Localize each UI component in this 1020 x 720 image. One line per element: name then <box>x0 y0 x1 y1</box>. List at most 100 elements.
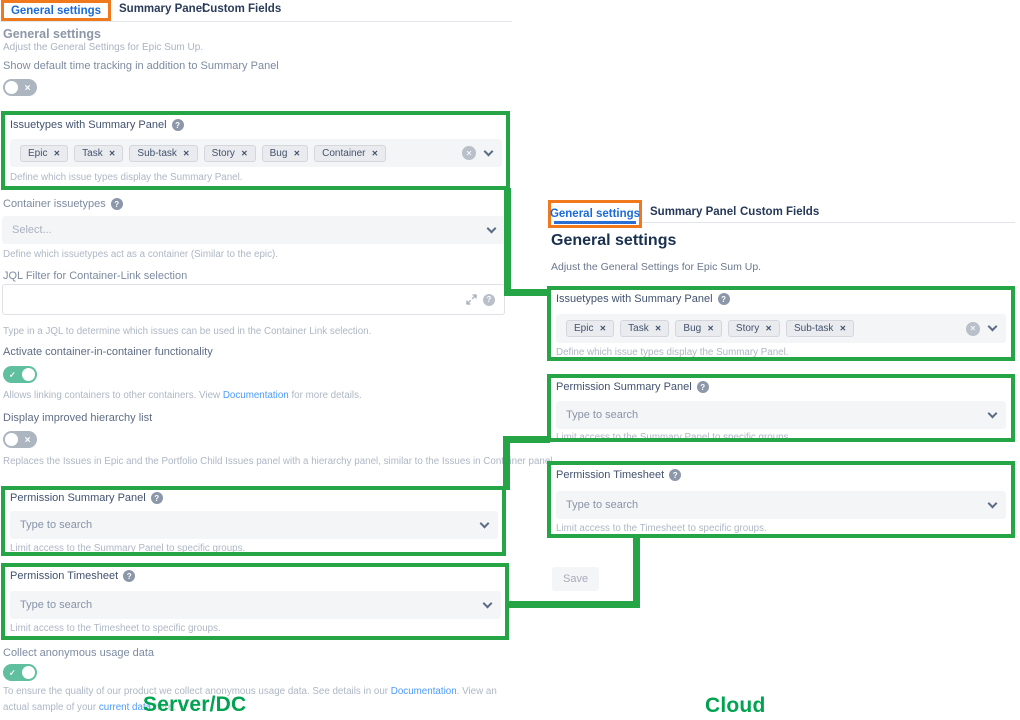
connector-issuetypes-horizontal <box>504 289 550 296</box>
remove-tag-icon[interactable]: ✕ <box>108 148 116 158</box>
cloud-tab-custom-fields[interactable]: Custom Fields <box>740 206 820 218</box>
cloud-issuetypes-label: Issuetypes with Summary Panel ? <box>556 293 730 305</box>
remove-tag-icon[interactable]: ✕ <box>240 148 248 158</box>
toggle-check-icon: ✓ <box>9 667 16 677</box>
help-icon[interactable]: ? <box>150 492 163 504</box>
server-tab-general-settings[interactable]: General settings <box>10 4 102 17</box>
server-issuetypes-select[interactable]: Epic✕ Task✕ Sub-task✕ Story✕ Bug✕ Contai… <box>10 139 502 167</box>
server-active-tab-highlight: General settings <box>1 0 111 21</box>
issuetype-chip[interactable]: Sub-task✕ <box>129 144 198 162</box>
issuetype-chip[interactable]: Story✕ <box>203 144 256 162</box>
server-permission-timesheet-label: Permission Timesheet ? <box>10 570 136 582</box>
server-permission-timesheet-help: Limit access to the Timesheet to specifi… <box>10 623 221 634</box>
connector-permission-summary-vertical <box>503 436 510 490</box>
server-permission-summary-label: Permission Summary Panel ? <box>10 492 163 504</box>
help-icon[interactable]: ? <box>717 293 730 305</box>
help-icon[interactable]: ? <box>123 570 136 582</box>
toggle-check-icon: ✓ <box>9 369 16 379</box>
usage-data-help: To ensure the quality of our product we … <box>3 686 497 713</box>
issuetype-chip[interactable]: Bug✕ <box>261 144 309 162</box>
cloud-issuetypes-select[interactable]: Epic✕ Task✕ Bug✕ Story✕ Sub-task✕ ✕ <box>556 314 1006 343</box>
toggle-x-icon: ✕ <box>24 434 31 444</box>
cloud-tab-general-settings[interactable]: General settings <box>549 208 641 220</box>
documentation-link[interactable]: Documentation <box>390 686 457 697</box>
documentation-link[interactable]: Documentation <box>222 390 289 401</box>
chevron-down-icon[interactable] <box>483 146 494 156</box>
chevron-down-icon[interactable] <box>486 223 497 233</box>
remove-tag-icon[interactable]: ✕ <box>839 324 847 333</box>
chevron-down-icon[interactable] <box>482 598 493 608</box>
cloud-tabbar-divider <box>548 222 1015 223</box>
cloud-panel: General settings Summary Panel Custom Fi… <box>547 198 1018 720</box>
issuetype-chip[interactable]: Task✕ <box>620 320 670 337</box>
cloud-page-subtitle: Adjust the General Settings for Epic Sum… <box>551 261 762 273</box>
toggle-knob <box>5 81 18 94</box>
toggle-knob <box>5 433 18 446</box>
jql-filter-input[interactable]: ? <box>2 284 505 315</box>
server-issuetypes-help: Define which issue types display the Sum… <box>10 172 243 183</box>
cloud-permission-summary-select[interactable]: Type to search <box>556 401 1006 429</box>
cloud-permission-summary-help: Limit access to the Summary Panel to spe… <box>556 432 792 443</box>
help-icon[interactable]: ? <box>669 469 682 481</box>
cloud-tab-summary-panel[interactable]: Summary Panel <box>650 206 737 218</box>
help-icon[interactable]: ? <box>171 119 184 131</box>
time-tracking-label: Show default time tracking in addition t… <box>3 60 279 72</box>
server-permission-timesheet-select[interactable]: Type to search <box>10 591 501 619</box>
remove-tag-icon[interactable]: ✕ <box>765 324 772 333</box>
server-issuetypes-label: Issuetypes with Summary Panel ? <box>10 119 184 131</box>
server-tab-summary-panel[interactable]: Summary Panel <box>119 3 206 15</box>
container-issuetypes-select[interactable]: Select... <box>2 216 505 244</box>
cloud-page-title: General settings <box>551 232 677 249</box>
chevron-down-icon[interactable] <box>987 498 998 508</box>
help-icon[interactable]: ? <box>696 381 709 393</box>
clear-selection-icon[interactable]: ✕ <box>462 146 476 160</box>
cloud-permission-timesheet-select[interactable]: Type to search <box>556 491 1006 519</box>
remove-tag-icon[interactable]: ✕ <box>707 324 714 333</box>
server-tab-custom-fields[interactable]: Custom Fields <box>202 3 282 15</box>
clear-selection-icon[interactable]: ✕ <box>966 321 980 336</box>
server-panel: General settings Summary Panel Custom Fi… <box>0 0 555 716</box>
container-in-container-toggle[interactable]: ✓ <box>3 366 37 383</box>
remove-tag-icon[interactable]: ✕ <box>654 324 662 333</box>
hierarchy-list-help: Replaces the Issues in Epic and the Port… <box>3 456 556 467</box>
issuetype-chip[interactable]: Task✕ <box>74 144 124 162</box>
connector-issuetypes-vertical <box>504 188 511 296</box>
issuetype-chip[interactable]: Epic✕ <box>566 320 615 337</box>
hierarchy-list-toggle[interactable]: ✕ <box>3 431 37 448</box>
issuetype-chip[interactable]: Container✕ <box>314 144 387 162</box>
issuetype-chip[interactable]: Story✕ <box>727 320 780 337</box>
container-issuetypes-label: Container issuetypes ? <box>3 198 123 210</box>
container-in-container-help: Allows linking containers to other conta… <box>3 390 362 401</box>
toggle-knob <box>22 368 35 381</box>
cloud-permission-summary-label: Permission Summary Panel ? <box>556 381 709 393</box>
remove-tag-icon[interactable]: ✕ <box>371 148 379 158</box>
issuetype-chip[interactable]: Sub-task✕ <box>785 320 855 337</box>
chevron-down-icon[interactable] <box>479 518 490 528</box>
help-icon[interactable]: ? <box>110 198 123 210</box>
server-page-subtitle: Adjust the General Settings for Epic Sum… <box>3 42 204 53</box>
chevron-down-icon[interactable] <box>987 321 998 332</box>
help-icon[interactable]: ? <box>483 293 495 306</box>
usage-data-label: Collect anonymous usage data <box>3 647 155 659</box>
server-permission-summary-select[interactable]: Type to search <box>10 511 498 539</box>
connector-permission-summary-horizontal <box>503 436 550 443</box>
cloud-active-tab-highlight: General settings <box>548 200 642 228</box>
save-button[interactable]: Save <box>552 567 600 591</box>
time-tracking-toggle[interactable]: ✕ <box>3 79 37 96</box>
issuetype-chip[interactable]: Epic✕ <box>20 144 69 162</box>
issuetype-chip[interactable]: Bug✕ <box>675 320 722 337</box>
remove-tag-icon[interactable]: ✕ <box>293 148 301 158</box>
remove-tag-icon[interactable]: ✕ <box>53 148 61 158</box>
hierarchy-list-label: Display improved hierarchy list <box>3 412 153 424</box>
expand-icon[interactable] <box>465 293 478 306</box>
remove-tag-icon[interactable]: ✕ <box>599 324 607 333</box>
server-page-title: General settings <box>3 27 101 41</box>
cloud-platform-label: Cloud <box>705 694 766 717</box>
toggle-knob <box>22 666 35 679</box>
usage-data-toggle[interactable]: ✓ <box>3 664 37 681</box>
jql-filter-label: JQL Filter for Container-Link selection <box>3 270 188 282</box>
chevron-down-icon[interactable] <box>987 408 998 418</box>
current-data-link[interactable]: current data <box>98 701 152 713</box>
remove-tag-icon[interactable]: ✕ <box>182 148 190 158</box>
